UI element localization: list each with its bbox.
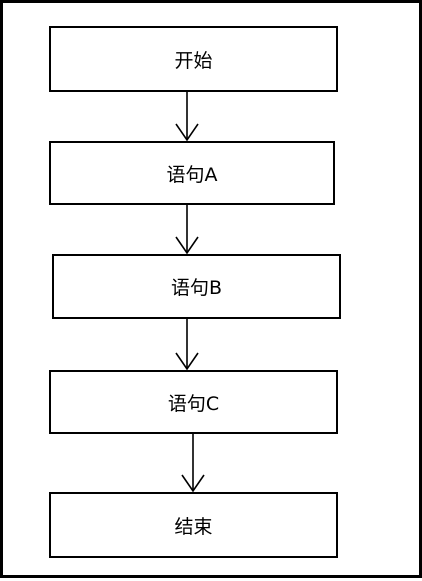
arrow-b-to-c [175,319,199,371]
start-label: 开始 [174,49,213,72]
arrow-start-to-a [175,92,199,142]
end-box: 结束 [49,492,338,558]
arrow-c-to-end [181,434,205,493]
statement-c-label: 语句C [167,392,220,415]
statement-c-box: 语句C [49,370,338,434]
statement-a-label: 语句A [166,163,218,186]
arrow-a-to-b [175,205,199,255]
start-box: 开始 [49,26,338,92]
connectors [175,92,205,493]
statement-a-box: 语句A [49,141,335,205]
statement-b-box: 语句B [52,254,341,319]
statement-b-label: 语句B [170,277,223,299]
end-label: 结束 [174,515,213,538]
